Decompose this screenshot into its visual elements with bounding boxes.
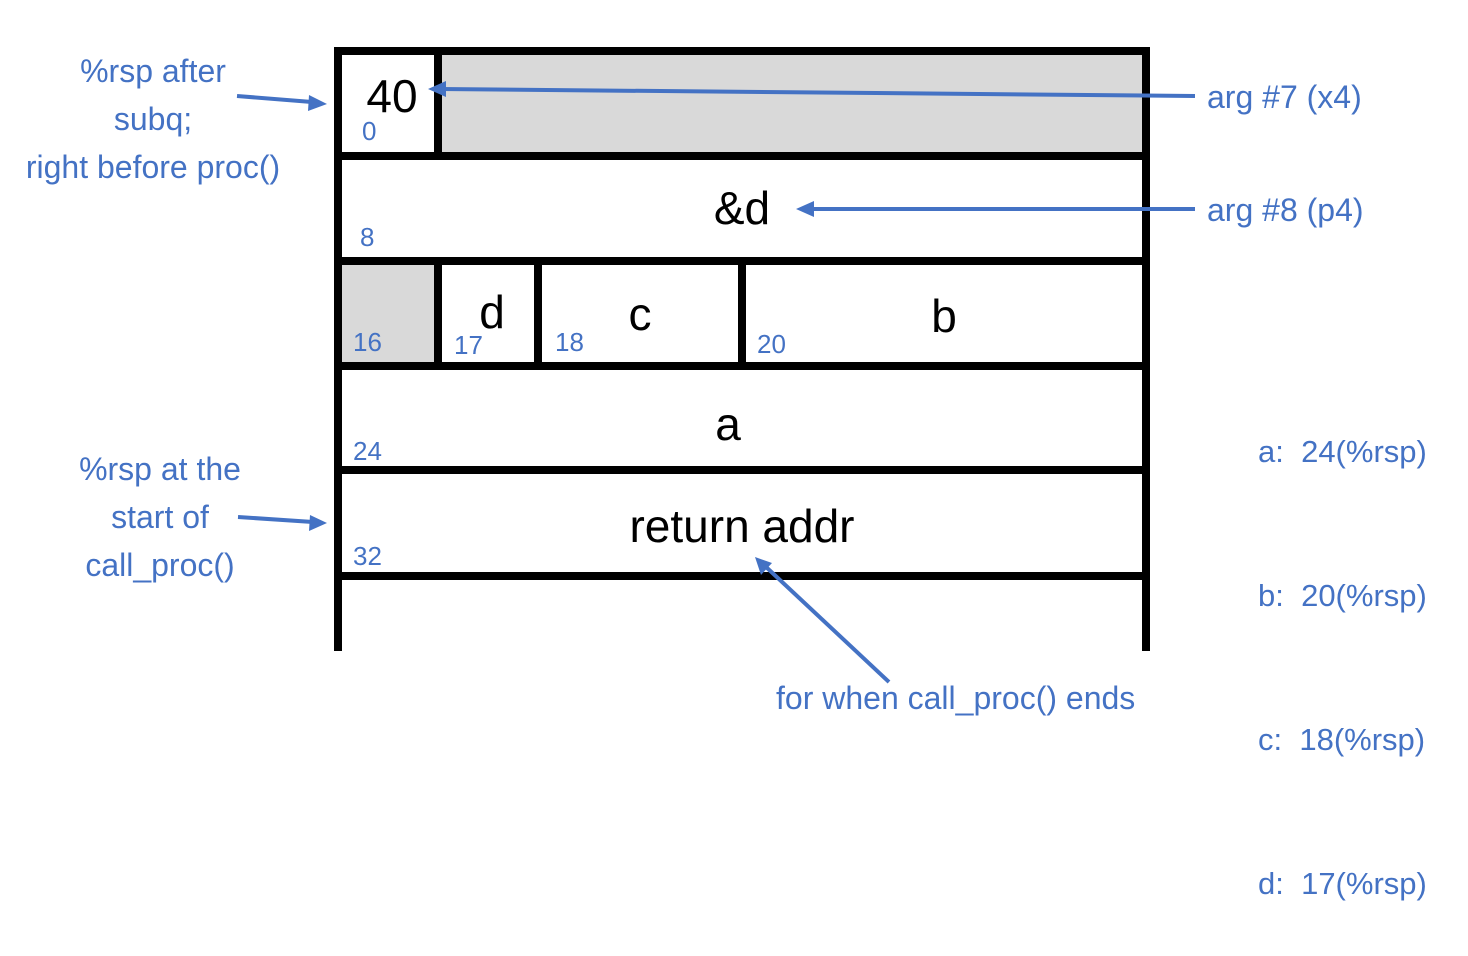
arrow-return-addr-icon: [755, 557, 891, 684]
row-line-8: [334, 152, 1150, 160]
offset-24: 24: [353, 436, 382, 466]
row-line-32: [334, 466, 1150, 474]
frame-right-border: [1142, 47, 1150, 651]
offset-16: 16: [353, 327, 382, 357]
offset-20: 20: [757, 329, 786, 359]
divider-16-17: [434, 257, 442, 370]
padding-row0: [442, 55, 1142, 152]
row-line-top: [334, 47, 1150, 55]
divider-17-18: [534, 257, 542, 370]
legend-item-b: b: 20(%rsp): [1258, 578, 1427, 613]
cell-value-a: a: [715, 398, 741, 450]
annotation-return-note: for when call_proc() ends: [776, 680, 1136, 716]
frame-left-border: [334, 47, 342, 651]
divider-0-4: [434, 47, 442, 160]
arrows-layer: [236, 81, 1196, 684]
annotation-line: %rsp after: [80, 53, 226, 89]
arrow-rsp-after-subq-icon: [236, 94, 327, 111]
annotation-rsp-after-subq: %rsp after subq; right before proc(): [0, 47, 306, 191]
cell-value-arg8: &d: [713, 182, 771, 234]
arrow-arg7-icon: [428, 81, 1196, 98]
padding-offset-16: [342, 265, 434, 362]
legend-item-a: a: 24(%rsp): [1258, 434, 1427, 469]
annotation-line: %rsp at the: [79, 451, 241, 487]
offset-8: 8: [360, 222, 375, 252]
offset-0: 0: [362, 116, 377, 146]
row-line-40: [334, 572, 1150, 580]
annotation-line: start of: [111, 499, 209, 535]
annotation-line: right before proc(): [25, 149, 281, 185]
annotation-line: call_proc(): [85, 547, 235, 583]
offset-18: 18: [555, 327, 584, 357]
arrow-arg8-icon: [796, 201, 1195, 217]
divider-18-20: [738, 257, 746, 370]
legend-item-c: c: 18(%rsp): [1258, 722, 1426, 757]
annotation-arg7: arg #7 (x4): [1207, 79, 1362, 115]
cell-value-return-addr: return addr: [629, 500, 855, 552]
cell-value-b: b: [931, 290, 957, 342]
offset-32: 32: [353, 541, 382, 571]
cell-value-c: c: [628, 288, 652, 340]
annotation-arg8: arg #8 (p4): [1207, 192, 1364, 228]
annotation-line: subq;: [113, 101, 193, 137]
offset-17: 17: [454, 330, 483, 360]
legend-item-d: d: 17(%rsp): [1258, 866, 1427, 901]
cell-value-d: d: [479, 286, 505, 338]
annotation-rsp-start: %rsp at the start of call_proc(): [60, 445, 260, 589]
arrow-rsp-start-icon: [237, 515, 327, 531]
cell-value-arg7: 40: [366, 70, 418, 122]
